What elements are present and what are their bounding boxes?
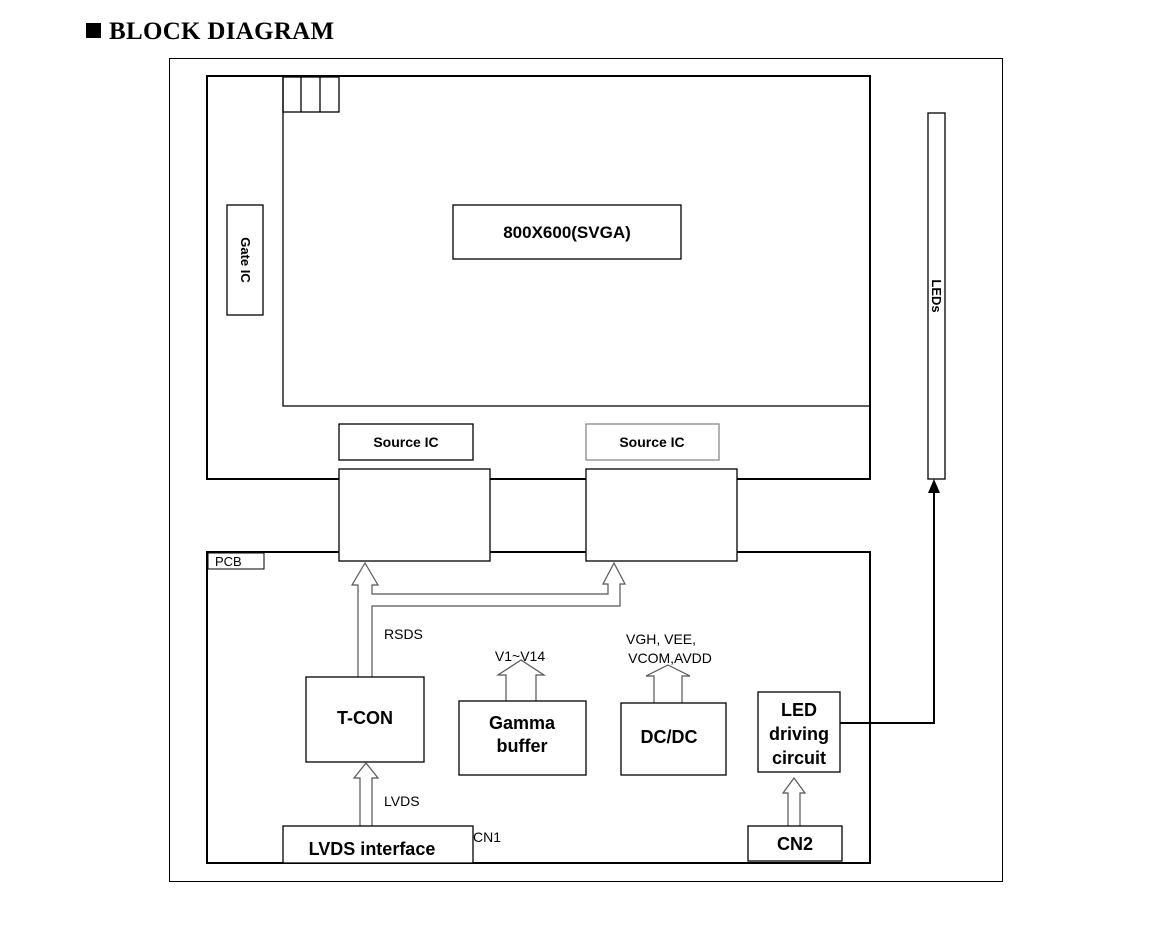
led-driver-label-line3: circuit (772, 748, 826, 768)
source-ic-2-label-box (585, 423, 720, 461)
dcdc-arrow (645, 664, 691, 703)
led-driver-label-line1: LED (781, 700, 817, 720)
gate-ic-box (226, 204, 264, 316)
led-power-line (840, 492, 935, 724)
lvds-interface-box (282, 825, 474, 864)
led-power-arrowhead (928, 479, 940, 493)
leds-strip (927, 112, 946, 480)
vcom-avdd-label: VCOM,AVDD (628, 650, 712, 666)
cn2-box (747, 825, 843, 862)
heading: BLOCK DIAGRAM (86, 18, 334, 46)
pcb-board (206, 551, 871, 864)
led-driver-box (757, 691, 841, 773)
tcon-box (305, 676, 425, 763)
lcd-panel (206, 75, 871, 480)
rsds-bus-arrows (350, 561, 626, 677)
cn1-label: CN1 (473, 829, 501, 845)
dcdc-label: DC/DC (641, 727, 698, 747)
gamma-label-line1: Gamma (489, 713, 556, 733)
pcb-tag-box (207, 552, 265, 570)
gamma-arrow (495, 659, 547, 701)
rsds-label: RSDS (384, 626, 423, 642)
gate-ic-label: Gate IC (238, 237, 253, 283)
heading-text: BLOCK DIAGRAM (109, 18, 335, 45)
resolution-box (452, 204, 682, 260)
led-driver-label-line2: driving (769, 724, 829, 744)
resolution-label: 800X600(SVGA) (503, 223, 631, 242)
tcon-label: T-CON (337, 708, 393, 728)
gamma-buffer-box (458, 700, 587, 776)
vgh-vee-label: VGH, VEE, (626, 631, 696, 647)
source-ic-2-chip (585, 468, 738, 562)
panel-corner-boxes (282, 76, 340, 113)
source-ic-1-label-box (338, 423, 474, 461)
active-area (282, 76, 870, 407)
cn2-label: CN2 (777, 834, 813, 854)
pcb-label: PCB (215, 554, 242, 569)
outer-frame (169, 58, 1003, 882)
v1-v14-label: V1~V14 (495, 648, 545, 664)
source-ic-1-chip (338, 468, 491, 562)
lvds-arrow (352, 762, 380, 827)
leds-label: LEDs (929, 279, 944, 312)
cn2-arrow (781, 776, 807, 826)
source-ic-1-label: Source IC (373, 434, 438, 450)
dcdc-box (620, 702, 727, 776)
source-ic-2-label: Source IC (619, 434, 684, 450)
lvds-interface-label: LVDS interface (309, 839, 436, 859)
square-bullet-icon (86, 23, 101, 38)
lvds-label: LVDS (384, 793, 420, 809)
gamma-label-line2: buffer (497, 736, 548, 756)
